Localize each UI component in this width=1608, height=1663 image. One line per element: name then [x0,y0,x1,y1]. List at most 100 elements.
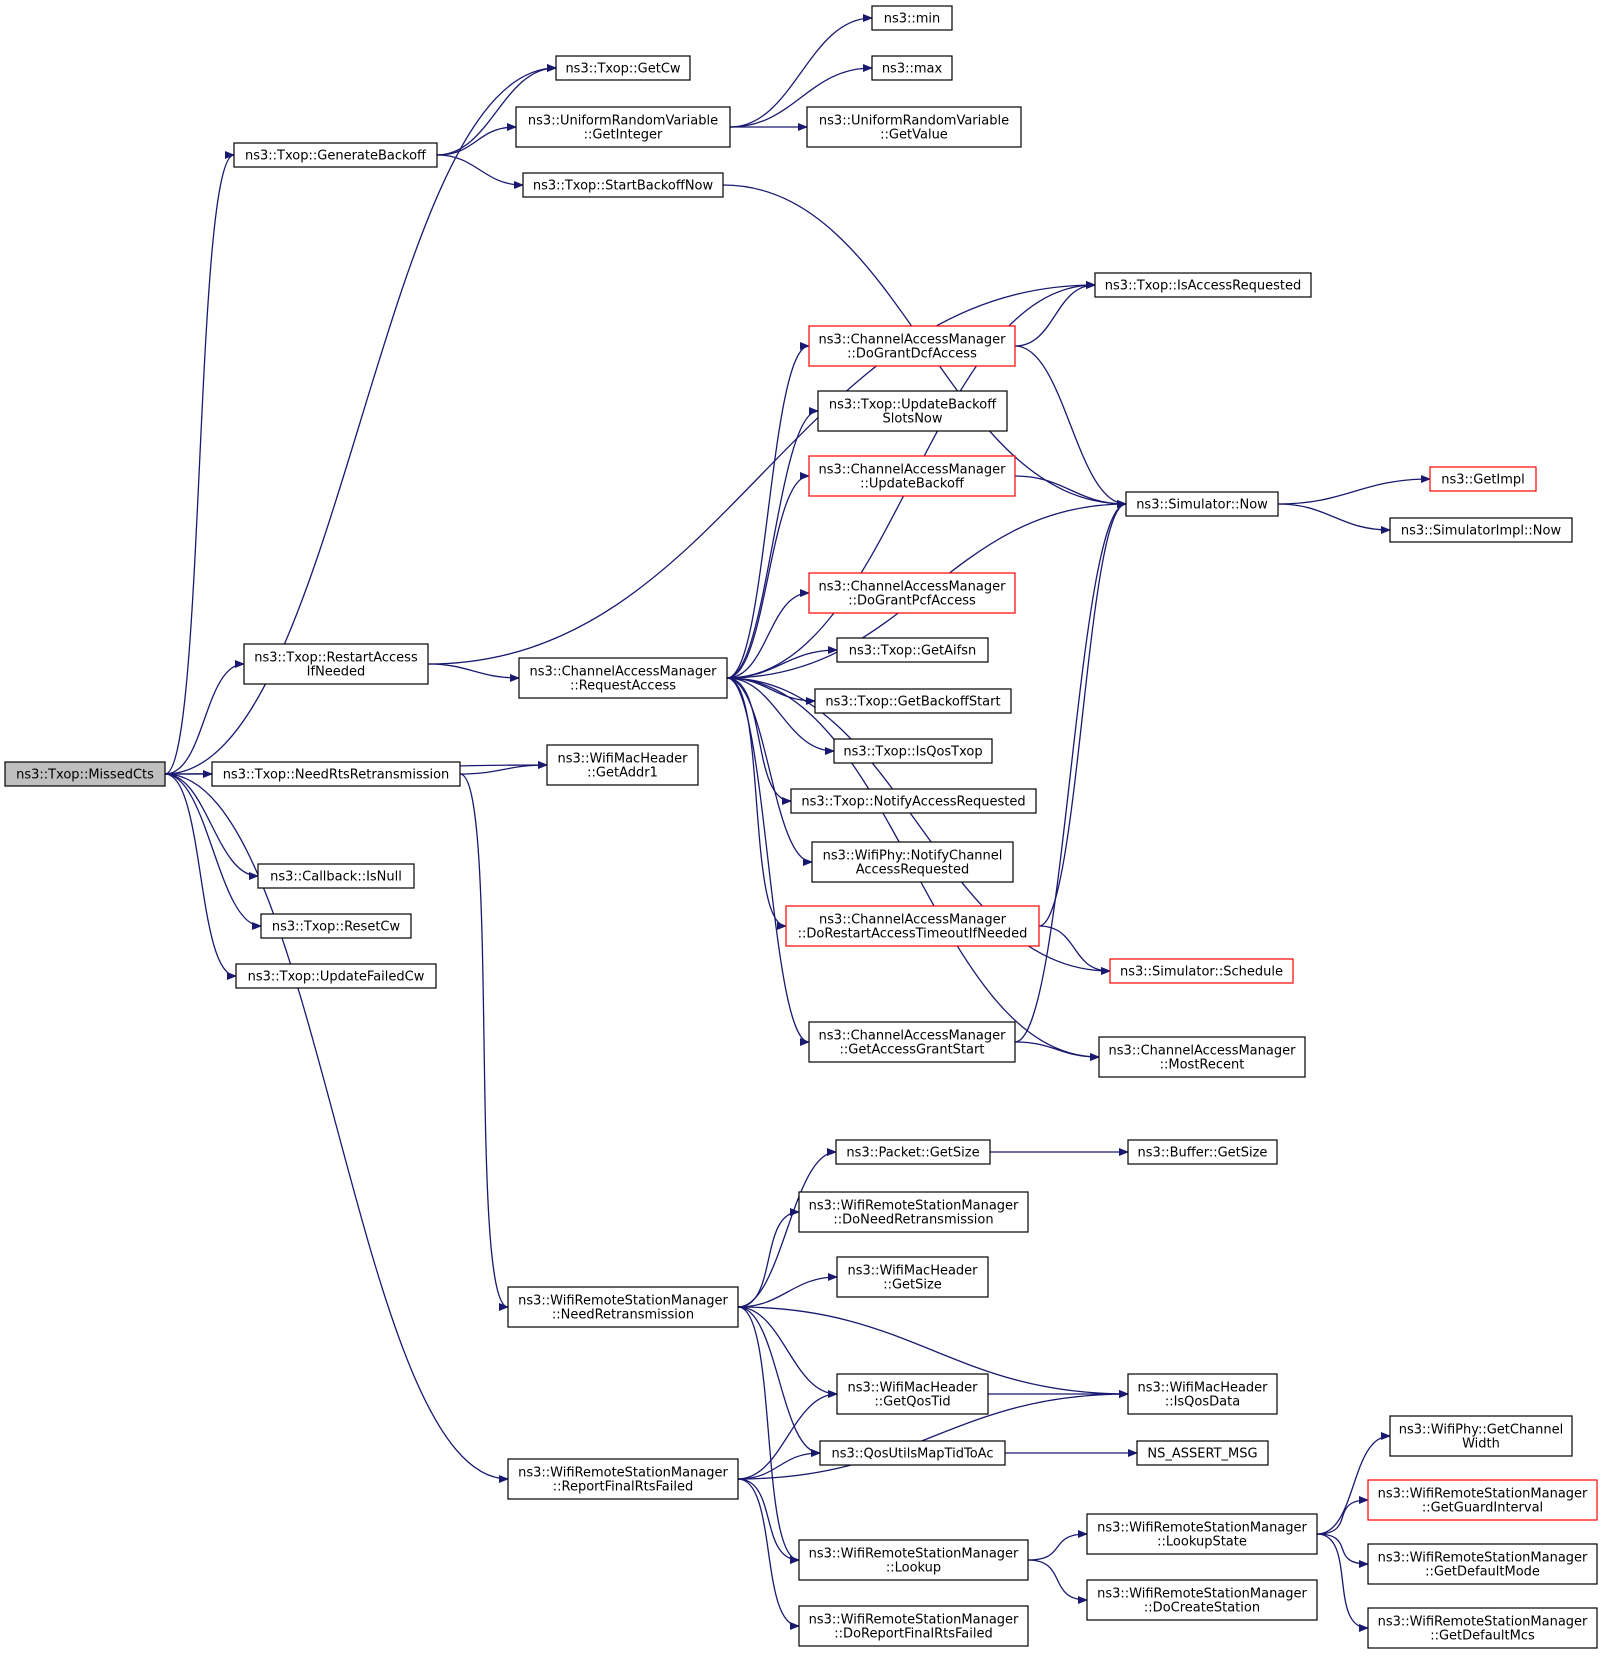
graph-node-isnull[interactable]: ns3::Callback::IsNull [257,863,415,889]
graph-node-lookupstate[interactable]: ns3::WifiRemoteStationManager::LookupSta… [1086,1513,1318,1555]
graph-node-simnow[interactable]: ns3::Simulator::Now [1125,491,1279,517]
graph-node-getaifsn[interactable]: ns3::Txop::GetAifsn [836,637,989,663]
graph-node-getaddr1[interactable]: ns3::WifiMacHeader::GetAddr1 [546,744,699,786]
graph-node-dograntdcf[interactable]: ns3::ChannelAccessManager::DoGrantDcfAcc… [808,325,1016,367]
graph-node-wifiphynotify[interactable]: ns3::WifiPhy::NotifyChannelAccessRequest… [811,841,1014,883]
node-box [1098,1036,1306,1078]
edge-lookup-to-lookupstate [1027,1530,1088,1561]
node-label: ns3::WifiRemoteStationManager [1097,1521,1307,1536]
node-label: ns3::ChannelAccessManager [819,580,1007,595]
node-label: ns3::Txop::IsAccessRequested [1105,279,1301,294]
graph-node-nsassert[interactable]: NS_ASSERT_MSG [1136,1440,1269,1466]
graph-node-needretx[interactable]: ns3::WifiRemoteStationManager::NeedRetra… [507,1286,739,1328]
edge-lookupstate-to-getdefaultmcs [1316,1533,1369,1632]
graph-node-notifyaccessrequested[interactable]: ns3::Txop::NotifyAccessRequested [790,788,1037,814]
graph-node-dorestart[interactable]: ns3::ChannelAccessManager::DoRestartAcce… [785,905,1040,947]
node-label: ns3::WifiPhy::NotifyChannel [823,849,1003,864]
node-label: ns3::Txop::NeedRtsRetransmission [223,768,450,783]
graph-node-mostrecent[interactable]: ns3::ChannelAccessManager::MostRecent [1098,1036,1306,1078]
node-box [507,1286,739,1328]
node-label: AccessRequested [856,863,970,878]
graph-node-getcw[interactable]: ns3::Txop::GetCw [555,55,691,81]
graph-node-generatebackoff[interactable]: ns3::Txop::GenerateBackoff [233,142,438,168]
node-label: ::LookupState [1157,1535,1247,1550]
graph-node-startbackoffnow[interactable]: ns3::Txop::StartBackoffNow [522,172,724,198]
node-label: IfNeeded [307,665,366,680]
graph-node-getdefaultmode[interactable]: ns3::WifiRemoteStationManager::GetDefaul… [1367,1543,1598,1585]
node-box [507,1458,739,1500]
node-label: ns3::WifiRemoteStationManager [1097,1587,1307,1602]
graph-node-qosutils[interactable]: ns3::QosUtilsMapTidToAc [819,1440,1006,1466]
graph-node-getdefaultmcs[interactable]: ns3::WifiRemoteStationManager::GetDefaul… [1367,1607,1598,1649]
graph-node-updatebackoff[interactable]: ns3::ChannelAccessManager::UpdateBackoff [808,455,1016,497]
graph-node-max[interactable]: ns3::max [871,55,953,81]
graph-node-schedule[interactable]: ns3::Simulator::Schedule [1109,958,1294,984]
edge-dograntdcf-to-simnow [1014,345,1127,508]
graph-node-requestaccess[interactable]: ns3::ChannelAccessManager::RequestAccess [518,657,728,699]
graph-node-needrtsretx[interactable]: ns3::Txop::NeedRtsRetransmission [211,761,461,787]
node-box [819,1440,1006,1466]
graph-node-missedcts[interactable]: ns3::Txop::MissedCts [4,761,166,787]
graph-node-isqostxop[interactable]: ns3::Txop::IsQosTxop [833,738,993,764]
edge-requestaccess-to-dograntdcf [726,342,810,679]
graph-node-resetcw[interactable]: ns3::Txop::ResetCw [260,913,412,939]
edge-needretx-to-machdrgetsize [737,1273,838,1308]
node-label: ns3::WifiRemoteStationManager [1378,1487,1588,1502]
edge-needrtsretx-to-getaddr1 [459,761,548,775]
graph-node-machdrgetsize[interactable]: ns3::WifiMacHeader::GetSize [836,1256,989,1298]
edge-missedcts-to-restartaccess [164,660,245,775]
graph-node-isaccessrequested[interactable]: ns3::Txop::IsAccessRequested [1094,272,1312,298]
node-label: ::DoGrantPcfAccess [848,594,976,609]
graph-node-getvalue[interactable]: ns3::UniformRandomVariable::GetValue [806,106,1022,148]
edges-layer [164,14,1431,1632]
edge-missedcts-to-updatefailedcw [164,773,237,980]
node-label: ns3::UniformRandomVariable [528,114,718,129]
node-label: ::GetDefaultMcs [1430,1629,1535,1644]
node-label: ::GetSize [883,1278,942,1293]
node-box [211,761,461,787]
node-box [817,390,1008,432]
graph-node-lookup[interactable]: ns3::WifiRemoteStationManager::Lookup [798,1539,1029,1581]
node-label: ns3::ChannelAccessManager [819,1029,1007,1044]
graph-node-reportfinalrts[interactable]: ns3::WifiRemoteStationManager::ReportFin… [507,1458,739,1500]
graph-node-min[interactable]: ns3::min [871,5,953,31]
node-box [1367,1607,1598,1649]
graph-node-simimplnow[interactable]: ns3::SimulatorImpl::Now [1389,517,1573,543]
node-label: ns3::WifiRemoteStationManager [1378,1551,1588,1566]
edge-getaccessgrantstart-to-mostrecent [1014,1041,1100,1061]
node-box [790,788,1037,814]
graph-node-buffergetsize[interactable]: ns3::Buffer::GetSize [1127,1139,1278,1165]
node-label: ns3::UniformRandomVariable [819,114,1009,129]
edge-requestaccess-to-updatebackoff [726,472,810,679]
edge-needretx-to-getqostid [737,1306,838,1398]
node-box [808,572,1016,614]
graph-node-packetgetsize[interactable]: ns3::Packet::GetSize [835,1139,991,1165]
graph-node-getimpl[interactable]: ns3::GetImpl [1429,466,1537,492]
graph-node-updatefailedcw[interactable]: ns3::Txop::UpdateFailedCw [235,963,437,989]
graph-node-getbackoffstart[interactable]: ns3::Txop::GetBackoffStart [814,688,1012,714]
graph-node-isqosdata[interactable]: ns3::WifiMacHeader::IsQosData [1127,1373,1278,1415]
graph-node-docreatestation[interactable]: ns3::WifiRemoteStationManager::DoCreateS… [1086,1579,1318,1621]
node-label: ns3::ChannelAccessManager [1109,1044,1297,1059]
edge-missedcts-to-reportfinalrts [164,773,509,1483]
node-label: ns3::Txop::MissedCts [16,768,154,783]
graph-node-doneedretx[interactable]: ns3::WifiRemoteStationManager::DoNeedRet… [798,1191,1029,1233]
graph-node-getguardinterval[interactable]: ns3::WifiRemoteStationManager::GetGuardI… [1367,1479,1598,1521]
node-label: ns3::QosUtilsMapTidToAc [832,1447,994,1462]
graph-node-doreportfinalrts[interactable]: ns3::WifiRemoteStationManager::DoReportF… [798,1605,1029,1647]
graph-node-getqostid[interactable]: ns3::WifiMacHeader::GetQosTid [836,1373,989,1415]
node-label: ::GetQosTid [874,1395,950,1410]
node-label: SlotsNow [883,412,943,427]
node-label: ns3::max [882,62,943,77]
node-box [836,637,989,663]
edge-generatebackoff-to-getcw [436,64,557,156]
node-label: ns3::WifiMacHeader [847,1264,978,1279]
node-box [1127,1139,1278,1165]
graph-node-getaccessgrantstart[interactable]: ns3::ChannelAccessManager::GetAccessGran… [808,1021,1016,1063]
graph-node-dograntpcf[interactable]: ns3::ChannelAccessManager::DoGrantPcfAcc… [808,572,1016,614]
node-box [233,142,438,168]
graph-node-getinteger[interactable]: ns3::UniformRandomVariable::GetInteger [515,106,731,148]
